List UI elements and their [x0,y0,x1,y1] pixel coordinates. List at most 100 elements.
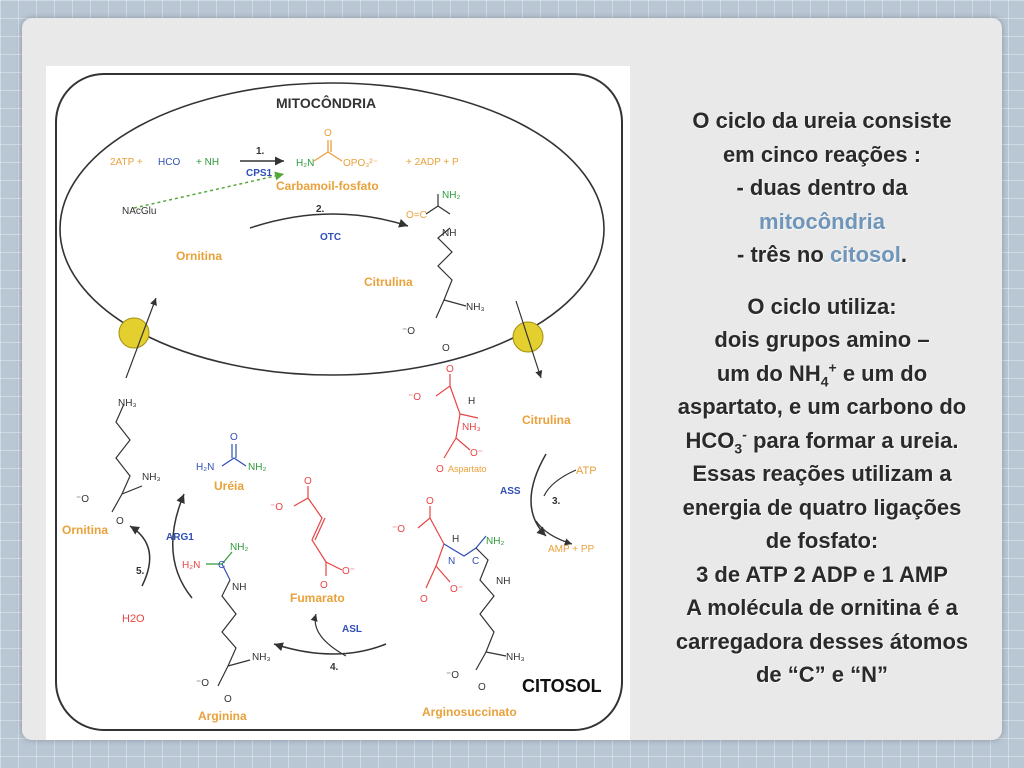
text-period: . [900,242,907,267]
svg-text:OPO₃²⁻: OPO₃²⁻ [343,158,378,169]
ornithine-export-arrow [125,297,157,379]
svg-text:N: N [448,556,455,567]
r5-step-label: 5. [136,566,145,577]
r1-adp-label: + 2ADP + P [406,157,459,168]
svg-text:O: O [436,464,444,475]
argininosuccinate-structure [417,506,507,671]
text-line-15: A molécula de ornitina é a [686,595,958,620]
text-form-urea: para formar a ureia. [753,427,959,453]
argininosuccinate-label: Arginosuccinato [422,705,517,719]
r3-enzyme-label: ASS [500,486,521,497]
text-line-6: O ciclo utiliza: [747,293,897,319]
svg-text:C: C [472,556,479,567]
atp-label: ATP [576,465,597,477]
svg-text:⁻O: ⁻O [408,392,421,403]
arginine-label: Arginina [198,709,247,723]
aspartate-label: Aspartato [448,464,487,474]
text-line-17: de “C” e “N” [755,662,889,687]
text-line-14: 3 de ATP 2 ADP e 1 AMP [696,561,948,587]
text-line-11: Essas reações utilizam a [692,461,952,486]
explanation-text: O ciclo da ureia consiste em cinco reaçõ… [634,104,1010,692]
svg-text:O: O [116,516,124,527]
text-and-one: e um do [842,360,928,386]
svg-text:O=C: O=C [406,210,427,221]
svg-text:NH₂: NH₂ [248,462,266,473]
nacglu-label: NAcGlu [122,206,156,217]
text-hco-sub: 3 [734,439,743,456]
ornithine-mito-label: Ornitina [176,249,222,263]
slide: O H₂N OPO₃²⁻ O=C NH₂ NH NH₃ ⁻O O [22,18,1002,740]
text-line-mitochondria: mitocôndria [759,208,885,234]
water-label: H2O [122,613,145,625]
urea-structure [221,444,247,467]
ornithine-structure [111,403,143,513]
svg-text:O: O [324,128,332,139]
r1-enzyme-label: CPS1 [246,168,273,179]
ornithine-transporter [118,317,150,349]
mitochondria-compartment [59,82,605,376]
text-line-16: carregadora desses átomos [675,628,969,654]
text-line-13: de fosfato: [765,528,879,553]
r5-enzyme-label: ARG1 [166,532,194,543]
svg-text:O⁻: O⁻ [342,566,355,577]
svg-text:H₂N: H₂N [182,560,200,571]
r2-enzyme-label: OTC [320,232,341,243]
reaction5-arrow [172,493,193,599]
svg-text:NH: NH [496,576,510,587]
svg-text:NH₂: NH₂ [442,190,460,201]
text-line-8: um do NH4+ e um do [634,357,1010,391]
svg-text:H: H [468,396,475,407]
text-nh: um do NH [716,360,821,386]
svg-text:O⁻: O⁻ [470,448,483,459]
arginine-structure [206,551,251,687]
text-cytosol: citosol [829,242,901,267]
text-line-12: energia de quatro ligações [682,494,962,520]
svg-text:O: O [478,682,486,693]
citrulline-mito-label: Citrulina [364,275,413,289]
svg-text:⁻O: ⁻O [446,670,459,681]
svg-text:O: O [224,694,232,705]
r1-step-label: 1. [256,146,265,157]
svg-text:NH₃: NH₃ [466,302,485,313]
citrulline-cytosol-label: Citrulina [522,413,571,427]
citrulline-mito-structure [425,194,467,319]
svg-text:H₂N: H₂N [296,158,314,169]
fumarate-label: Fumarato [290,591,345,605]
svg-text:⁻O: ⁻O [196,678,209,689]
svg-text:H₂N: H₂N [196,462,214,473]
svg-text:O: O [320,580,328,591]
text-line-10: HCO3- para formar a ureia. [634,424,1010,458]
r1-nh3-label: + NH [196,157,219,168]
cytosol-label: CITOSOL [522,676,602,696]
svg-text:O: O [442,343,450,354]
text-three-in: - três no [737,242,824,267]
svg-text:⁻O: ⁻O [402,326,415,337]
text-hco: HCO [685,427,735,453]
citrulline-export-arrow [515,300,543,379]
svg-text:H: H [452,534,459,545]
svg-text:⁻O: ⁻O [392,524,405,535]
svg-text:NH₃: NH₃ [462,422,481,433]
text-hco-sup: - [742,426,747,443]
r1-hco3-label: HCO [158,157,180,168]
svg-text:NH₃: NH₃ [252,652,271,663]
svg-text:NH: NH [442,228,456,239]
text-nh-sup: + [828,359,837,376]
urea-cycle-diagram: O H₂N OPO₃²⁻ O=C NH₂ NH NH₃ ⁻O O [46,66,630,740]
reaction3-arrow [530,453,547,537]
cytosol-compartment [55,73,623,731]
svg-text:O: O [230,432,238,443]
svg-text:NH₂: NH₂ [230,542,248,553]
svg-text:NH₃: NH₃ [142,472,161,483]
svg-text:⁻O: ⁻O [270,502,283,513]
text-line-7: dois grupos amino – [714,327,930,352]
urea-label: Uréia [214,479,244,493]
text-line-9: aspartato, e um carbono do [677,394,967,419]
r1-atp-label: 2ATP + [110,157,143,168]
svg-text:O: O [446,364,454,375]
svg-text:C: C [218,560,225,571]
aspartate-structure [435,374,479,459]
svg-text:NH₃: NH₃ [118,398,137,409]
text-nh-sub: 4 [820,372,829,389]
svg-text:NH₃: NH₃ [506,652,525,663]
